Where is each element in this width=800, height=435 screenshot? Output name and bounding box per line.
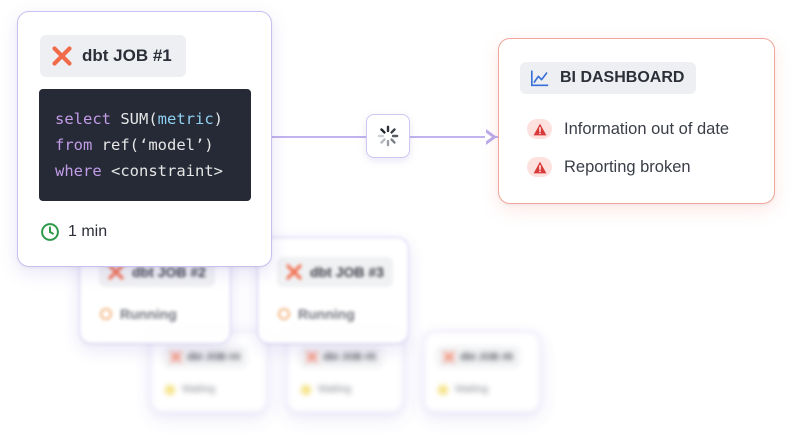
- status-label: Waiting: [455, 384, 488, 395]
- job-title: dbt JOB #2: [132, 264, 206, 280]
- dbt-logo-icon: [443, 351, 455, 363]
- job-status: Running: [278, 306, 355, 322]
- running-icon: [278, 308, 290, 320]
- line-chart-icon: [531, 70, 549, 87]
- job-card-1: dbt JOB #1 select SUM(metric) from ref(‘…: [17, 11, 272, 267]
- running-icon: [100, 308, 112, 320]
- waiting-icon: [301, 384, 311, 395]
- job-title: dbt JOB #4: [187, 351, 240, 363]
- job-status: Waiting: [165, 384, 215, 395]
- warning-icon: [527, 157, 552, 177]
- sql-code-block: select SUM(metric) from ref(‘model’) whe…: [39, 89, 251, 201]
- dbt-logo-icon: [306, 351, 318, 363]
- duration-label: 1 min: [68, 223, 108, 240]
- code-text: SUM(: [111, 110, 158, 128]
- code-text: ): [213, 110, 224, 128]
- job-card-4: dbt JOB #4 Waiting: [150, 331, 268, 413]
- status-label: Waiting: [318, 384, 351, 395]
- job-title: dbt JOB #3: [310, 264, 384, 280]
- waiting-icon: [438, 384, 448, 395]
- job-title-pill: dbt JOB #3: [277, 257, 393, 287]
- alert-text: Reporting broken: [564, 157, 691, 176]
- status-label: Running: [120, 306, 177, 322]
- dbt-logo-icon: [286, 264, 302, 280]
- code-arg: metric: [157, 110, 214, 128]
- job-title-pill: dbt JOB #5: [299, 346, 383, 368]
- alert-item: Information out of date: [527, 119, 729, 139]
- loading-spinner-box: [366, 114, 410, 158]
- warning-icon: [527, 119, 552, 139]
- status-label: Waiting: [182, 384, 215, 395]
- alert-item: Reporting broken: [527, 157, 691, 177]
- job-card-6: dbt JOB #6 Waiting: [423, 331, 541, 413]
- bi-dashboard-card: BI DASHBOARD Information out of date Rep…: [498, 38, 775, 204]
- dbt-logo-icon: [170, 351, 182, 363]
- job-title-pill: dbt JOB #1: [40, 35, 186, 77]
- job-card-3: dbt JOB #3 Running: [257, 237, 409, 344]
- alert-text: Information out of date: [564, 119, 730, 138]
- code-keyword: where: [55, 162, 102, 180]
- waiting-icon: [165, 384, 175, 395]
- arrow-head-inner: [485, 132, 492, 142]
- job-title-pill: dbt JOB #4: [163, 346, 247, 368]
- job-title: dbt JOB #6: [460, 351, 513, 363]
- job-title: dbt JOB #5: [323, 351, 376, 363]
- job-title: dbt JOB #1: [82, 46, 172, 65]
- spinner-icon: [377, 125, 399, 147]
- job-card-5: dbt JOB #5 Waiting: [286, 331, 404, 413]
- clock-icon: [41, 223, 59, 241]
- dbt-logo-icon: [108, 264, 124, 280]
- job-title-pill: dbt JOB #6: [436, 346, 520, 368]
- dbt-logo-icon: [52, 46, 72, 66]
- job-duration: 1 min: [40, 222, 107, 242]
- code-text: <constraint>: [101, 162, 223, 180]
- status-label: Running: [298, 306, 355, 322]
- dashboard-title: BI DASHBOARD: [560, 69, 685, 86]
- job-status: Running: [100, 306, 177, 322]
- job-status: Waiting: [301, 384, 351, 395]
- code-text: ref(‘model’): [92, 136, 214, 154]
- code-keyword: from: [55, 136, 93, 154]
- code-keyword: select: [55, 110, 111, 128]
- job-status: Waiting: [438, 384, 488, 395]
- dashboard-title-pill: BI DASHBOARD: [520, 62, 697, 94]
